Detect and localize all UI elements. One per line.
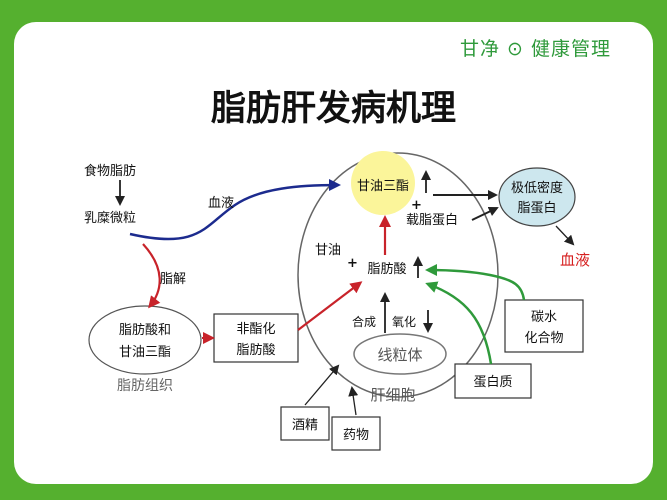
carbohydrate-label-2: 化合物 <box>524 331 563 346</box>
watermark: 知乎 @肝博士 <box>532 463 621 479</box>
liver-cell-label: 肝细胞 <box>370 386 415 404</box>
protein-label: 蛋白质 <box>473 374 512 390</box>
page-title: 脂肪肝发病机理 <box>210 89 456 129</box>
liver-cell-outline <box>297 152 499 398</box>
protein-box <box>454 363 532 399</box>
vldl-label-1: 极低密度 <box>511 180 563 196</box>
mitochondria-label: 线粒体 <box>377 346 422 364</box>
adipose-content-label-1: 脂肪酸和 <box>119 322 171 338</box>
lipolysis-arrow <box>142 243 161 309</box>
blood-left-label: 血液 <box>208 196 234 211</box>
oxidation-label: 氧化 <box>392 315 416 329</box>
triglyceride-label: 甘油三酯 <box>357 179 409 194</box>
triglyceride-highlight <box>351 151 415 215</box>
carbohydrate-box <box>504 299 584 353</box>
apoprotein-to-vldl-arrow <box>471 206 499 221</box>
plus-sign-2: + <box>347 256 358 271</box>
apoprotein-label: 载脂蛋白 <box>406 212 458 228</box>
brand-logo: 甘净 ⊙ 健康管理 <box>460 38 611 60</box>
lipolysis-label: 脂解 <box>160 272 186 287</box>
chylomicron-label: 乳糜微粒 <box>84 210 136 226</box>
glycerol-label: 甘油 <box>315 243 341 258</box>
adipose-content-label-2: 甘油三酯 <box>119 345 171 360</box>
protein-to-fatty-acid-arrow <box>425 281 493 365</box>
alcohol-to-liver-arrow <box>304 364 340 406</box>
synthesis-label: 合成 <box>352 314 376 329</box>
vldl-to-blood-arrow <box>555 225 575 246</box>
adipose-tissue-outline <box>88 305 202 375</box>
vldl-ellipse <box>498 167 576 227</box>
ffa-to-fatty-acid-arrow <box>297 281 363 331</box>
ffa-label-2: 脂肪酸 <box>236 342 275 358</box>
plus-sign-1: + <box>411 198 422 213</box>
food-fat-label: 食物脂肪 <box>84 163 136 179</box>
fatty-acid-label: 脂肪酸 <box>367 261 406 277</box>
content-panel <box>14 22 653 484</box>
ffa-label-1: 非酯化 <box>236 322 275 337</box>
blood-right-label: 血液 <box>560 251 590 269</box>
alcohol-label: 酒精 <box>292 418 318 433</box>
drugs-to-liver-arrow <box>348 386 359 416</box>
vldl-label-2: 脂蛋白 <box>517 200 556 216</box>
alcohol-box <box>280 406 330 441</box>
mitochondria-outline <box>353 333 447 375</box>
blood-to-triglyceride-arrow <box>129 179 341 241</box>
drugs-box <box>331 416 381 451</box>
carbohydrate-label-1: 碳水 <box>531 310 557 325</box>
adipose-tissue-label: 脂肪组织 <box>117 378 173 394</box>
ffa-box <box>213 313 299 363</box>
carbohydrate-to-fatty-acid-arrow <box>425 264 526 301</box>
drugs-label: 药物 <box>343 428 369 443</box>
